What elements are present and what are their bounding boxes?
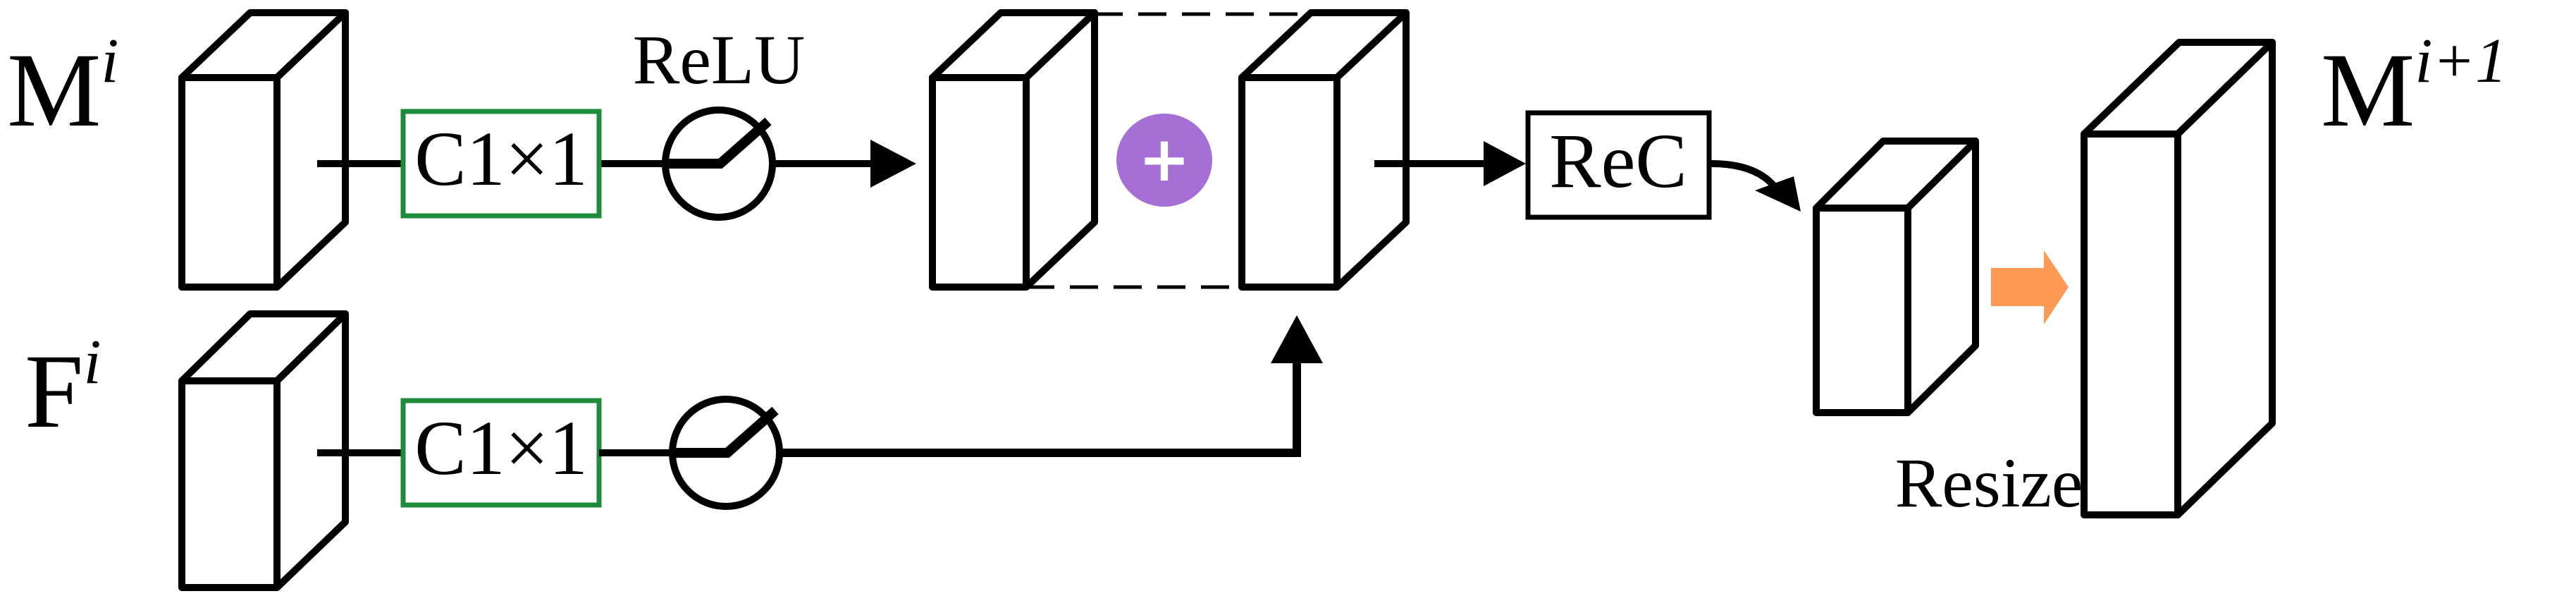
input-cube-m <box>178 9 349 291</box>
label-m-next: Mi+1 <box>2321 26 2507 149</box>
middle-cube-2 <box>1238 9 1410 291</box>
svg-text:+: + <box>1138 123 1190 195</box>
elbow-arrow-to-add <box>779 353 1301 457</box>
conv-top-label: C1×1 <box>414 116 587 202</box>
relu-icon <box>669 396 783 510</box>
output-cube-m-next <box>2081 39 2276 518</box>
input-cube-f <box>178 310 349 591</box>
relu-icon <box>662 107 776 221</box>
arrowhead-rec-to-cube <box>1755 176 1801 212</box>
conv-1x1-bottom: C1×1 <box>400 398 602 508</box>
middle-cube-1 <box>929 9 1098 291</box>
arrowhead-up-to-add <box>1271 315 1323 363</box>
resize-label: Resize <box>1895 444 2083 522</box>
relu-label: ReLU <box>633 20 805 99</box>
rec-label: ReC <box>1549 118 1687 204</box>
rec-output-cube <box>1813 138 1979 416</box>
label-f-i: Fi <box>25 327 101 450</box>
arrowhead-relu-to-block <box>870 140 916 188</box>
rec-block: ReC <box>1525 110 1712 220</box>
right-arrow-icon <box>1991 250 2069 324</box>
arrowhead-block-to-rec <box>1484 141 1526 186</box>
label-m-i: Mi <box>7 26 118 149</box>
plus-icon: + <box>1116 114 1212 207</box>
conv-bottom-label: C1×1 <box>414 405 587 491</box>
conv-1x1-top: C1×1 <box>400 109 602 219</box>
